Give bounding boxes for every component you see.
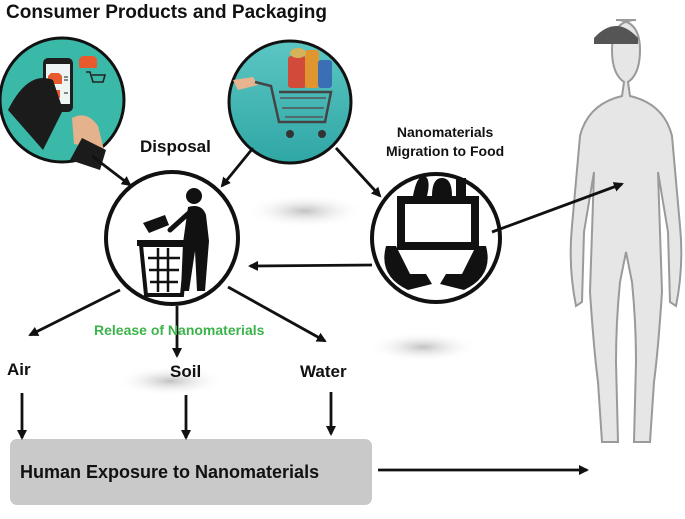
soil-label: Soil	[170, 362, 202, 381]
air-label: Air	[7, 360, 31, 379]
disposal-label: Disposal	[140, 137, 211, 156]
arrow-food-to-trash	[248, 260, 373, 271]
shadow-blur	[115, 366, 225, 396]
migration-label-line1: Nanomaterials	[396, 124, 494, 140]
arrow-food-to-human	[491, 182, 624, 234]
trash-disposal-icon	[104, 170, 240, 306]
phone-shopping-icon	[0, 36, 126, 170]
water-label: Water	[300, 362, 347, 381]
arrow-cart-to-trash	[220, 147, 255, 188]
shadow-blur	[245, 194, 365, 228]
release-label: Release of Nanomaterials	[94, 322, 265, 338]
migration-label-line2: Migration to Food	[386, 143, 505, 159]
shopping-cart-icon	[227, 39, 353, 165]
arrow-phone-to-trash	[91, 154, 132, 187]
human-body-icon	[569, 19, 683, 443]
arrow-cart-to-food	[334, 147, 382, 198]
migration-label: Nanomaterials Migration to Food	[386, 123, 504, 161]
human-exposure-box	[10, 439, 372, 505]
arrow-trash-to-air	[28, 288, 121, 337]
food-hands-icon	[370, 172, 502, 304]
human-exposure-label: Human Exposure to Nanomaterials	[20, 462, 320, 482]
shadow-blur	[368, 332, 478, 362]
arrow-trash-to-water	[227, 285, 327, 343]
arrows	[17, 147, 624, 475]
page-title: Consumer Products and Packaging	[6, 2, 327, 23]
